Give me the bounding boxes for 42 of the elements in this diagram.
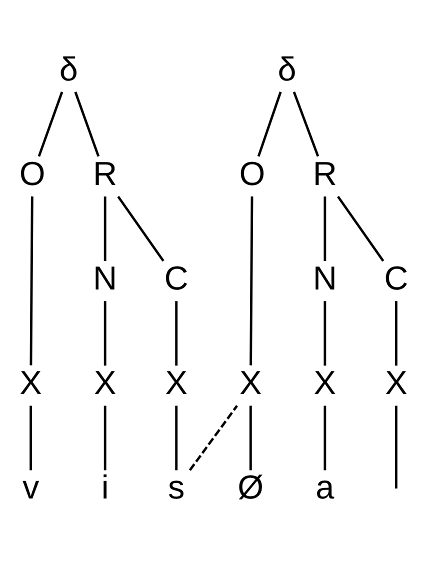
connector	[324, 406, 326, 470]
connector	[394, 406, 398, 489]
node-text: Ø	[238, 470, 264, 507]
node-text: X	[240, 365, 262, 402]
node-text: C	[384, 260, 408, 298]
connector	[117, 196, 164, 262]
node-text: v	[22, 470, 40, 507]
connector	[324, 196, 326, 261]
node-text: X	[94, 365, 116, 402]
node-text: X	[314, 365, 336, 402]
connector	[38, 92, 64, 157]
node-text: R	[93, 156, 118, 193]
node-text: R	[312, 156, 337, 193]
node-text: N	[93, 260, 118, 298]
node-text: O	[19, 156, 46, 193]
connector	[30, 196, 34, 366]
connector	[250, 196, 254, 366]
connector	[324, 301, 326, 366]
node-text: X	[20, 365, 42, 402]
node-text: O	[239, 156, 266, 193]
node-text: X	[165, 365, 188, 402]
connector	[292, 92, 320, 157]
node-text: a	[316, 470, 334, 507]
connector	[188, 405, 238, 471]
connector	[249, 406, 252, 470]
connector	[74, 92, 100, 157]
node-text: s	[168, 470, 185, 507]
connector	[175, 301, 178, 366]
connector	[257, 92, 282, 157]
node-text: i	[101, 470, 109, 507]
connector	[337, 196, 384, 262]
connector	[394, 301, 398, 366]
node-text: X	[385, 365, 408, 402]
node-text: N	[312, 260, 337, 298]
connector	[175, 406, 178, 470]
connector	[104, 196, 106, 261]
node-text: C	[164, 260, 188, 298]
node-text: δ	[59, 51, 78, 88]
node-text: δ	[278, 51, 296, 88]
connector	[30, 406, 32, 470]
connector	[104, 406, 106, 470]
connector	[104, 301, 106, 366]
